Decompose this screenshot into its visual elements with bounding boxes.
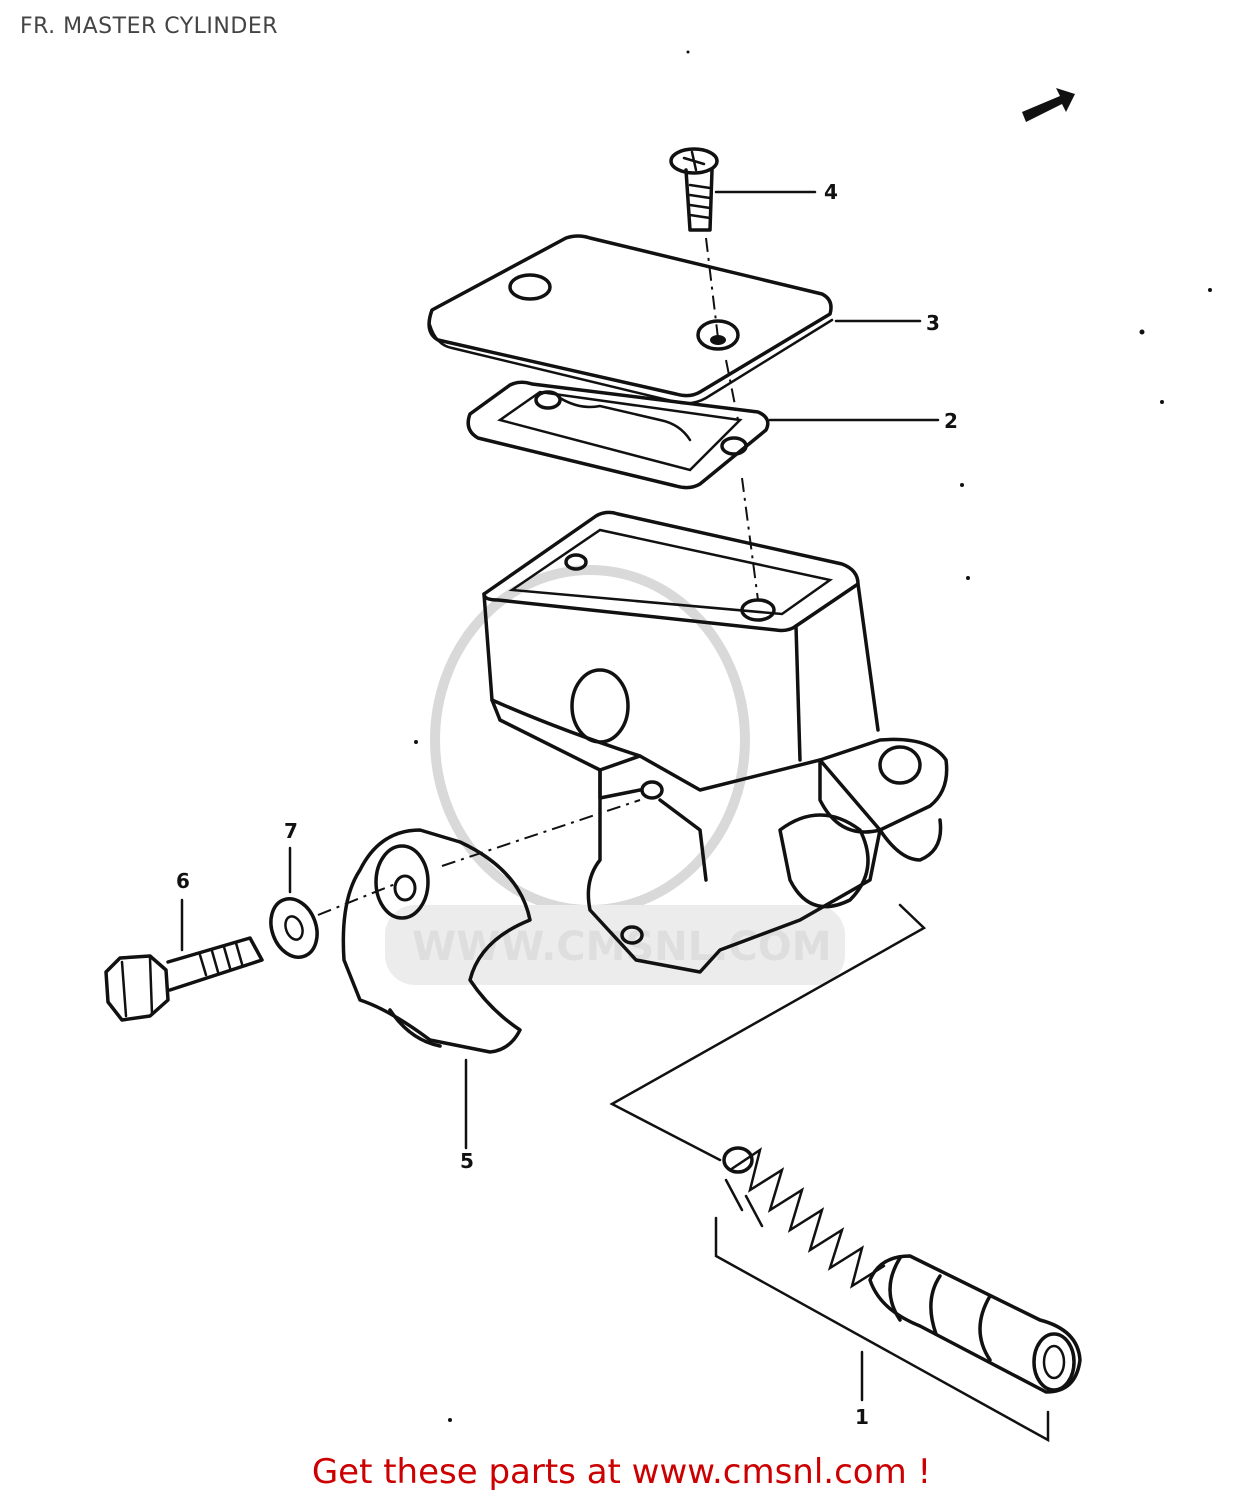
front-direction-arrow-icon bbox=[1022, 88, 1075, 122]
footer-parts-link[interactable]: Get these parts at www.cmsnl.com ! bbox=[311, 1452, 932, 1492]
reservoir-cap-part bbox=[427, 234, 834, 405]
washer-part bbox=[269, 897, 319, 959]
piston-set-part bbox=[722, 1146, 1082, 1394]
callout-5: 5 bbox=[460, 1149, 474, 1173]
watermark: WWW.CMSNL.COM bbox=[385, 565, 845, 985]
page-title: FR. MASTER CYLINDER bbox=[20, 14, 278, 39]
callout-6: 6 bbox=[176, 869, 190, 893]
cap-screw-part bbox=[669, 147, 719, 232]
callout-1: 1 bbox=[855, 1405, 869, 1429]
callout-3: 3 bbox=[926, 311, 940, 335]
callout-4: 4 bbox=[824, 180, 838, 204]
diaphragm-part bbox=[466, 380, 770, 490]
callout-2: 2 bbox=[944, 409, 958, 433]
callout-7: 7 bbox=[284, 819, 298, 843]
clamp-bolt-part bbox=[104, 936, 264, 1022]
master-cylinder-body bbox=[482, 510, 949, 974]
clamp-holder-part bbox=[341, 828, 532, 1054]
